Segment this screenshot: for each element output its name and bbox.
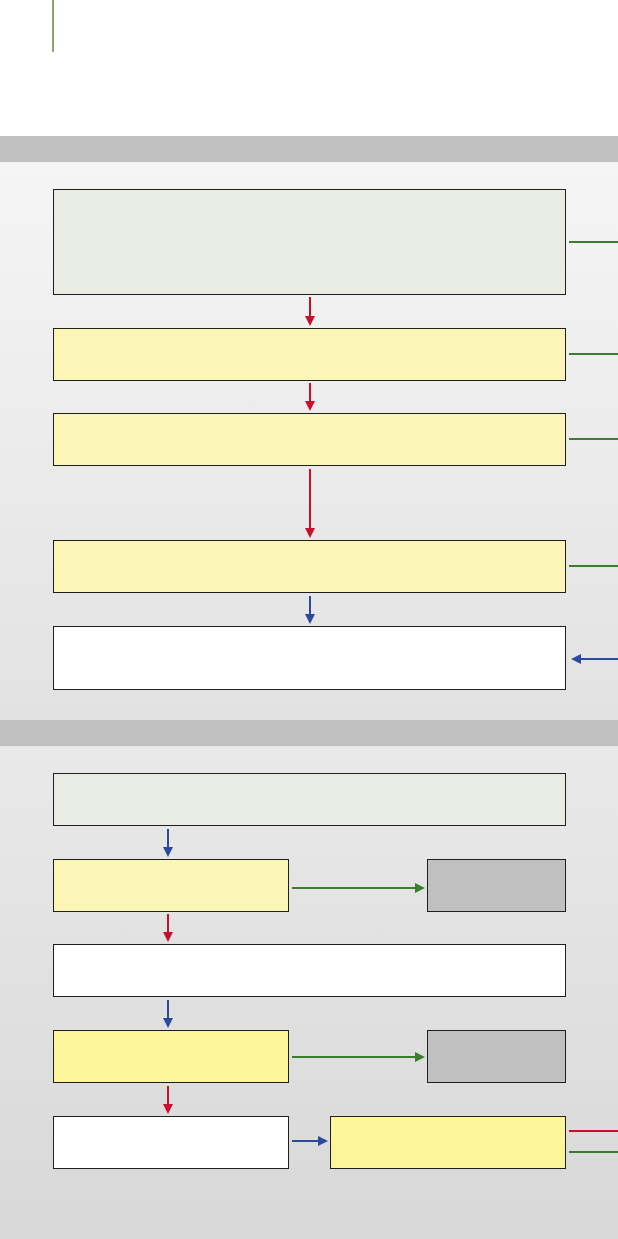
- section-1-band: [0, 136, 618, 162]
- section-2-step-a-box: [53, 859, 289, 912]
- top-margin: [0, 0, 618, 136]
- section-2-step-b-box: [53, 1030, 289, 1083]
- section-2-output-b-box: [53, 1116, 289, 1169]
- section-2-band: [0, 720, 618, 746]
- section-2-external-a-box: [427, 859, 566, 912]
- section-2-header-box: [53, 773, 566, 826]
- section-2-output-a-box: [53, 944, 566, 997]
- section-1-step-1-box: [53, 328, 566, 381]
- section-2-final-step-box: [330, 1116, 566, 1169]
- section-1-step-2-box: [53, 413, 566, 466]
- section-1-step-3-box: [53, 540, 566, 593]
- section-1-header-box: [53, 189, 566, 295]
- top-vertical-rule: [52, 0, 54, 52]
- section-1-output-box: [53, 626, 566, 690]
- section-2-external-b-box: [427, 1030, 566, 1083]
